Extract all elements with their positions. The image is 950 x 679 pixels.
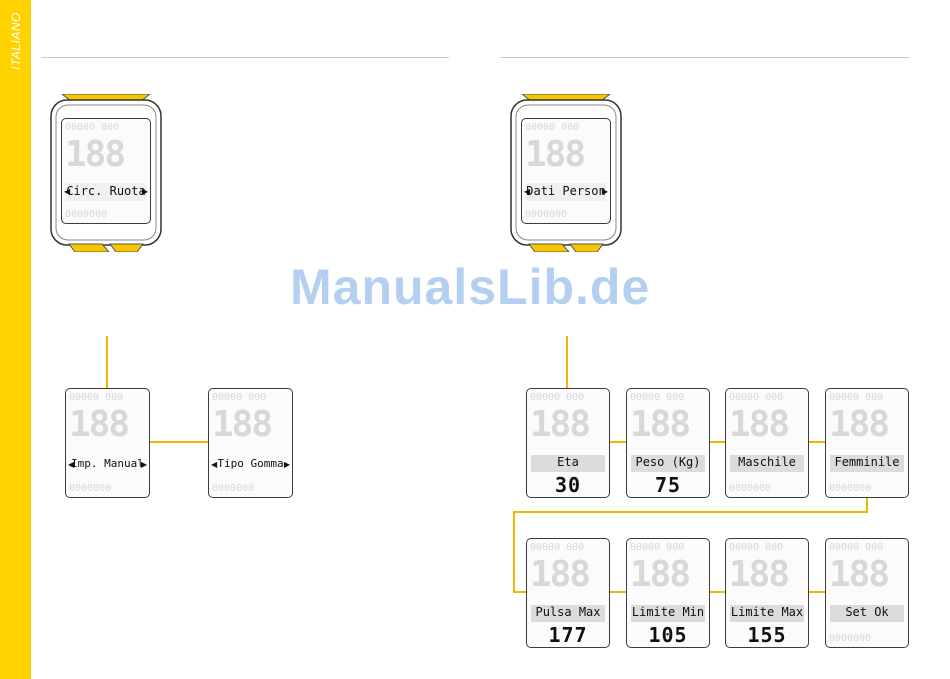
setting-screen-eta: 00000 000 188 Eta 30 [526,388,610,498]
setting-label: Limite Max [730,605,804,619]
segment-big: 188 [212,405,273,445]
triangle-left-icon: ◀ [524,187,531,196]
header-rule-right [500,57,909,58]
triangle-left-icon: ◀ [64,187,71,196]
setting-screen-limite-max: 00000 000 188 Limite Max 155 [725,538,809,648]
connector-horizontal [148,441,208,443]
setting-screen-pulsa-max: 00000 000 188 Pulsa Max 177 [526,538,610,648]
connector-row2-c [807,591,825,593]
segment-big: 188 [530,405,591,445]
device-label: Dati Person [526,184,606,198]
segment-top: 00000 000 [630,542,685,553]
segment-bottom: 0000000 [212,483,255,494]
setting-value: 30 [554,473,582,497]
segment-top: 00000 000 [525,122,580,133]
setting-screen-set-ok: 00000 000 188 0000000 Set Ok [825,538,909,648]
connector-wrap-across [513,511,868,513]
setting-value: 75 [654,473,682,497]
segment-top: 00000 000 [530,542,585,553]
option-label: Tipo Gomma [217,457,284,470]
option-label: Imp. Manual [71,457,144,470]
triangle-right-icon: ▶ [283,460,290,469]
setting-label: Maschile [738,455,796,469]
label-band [631,605,705,622]
setting-screen-limite-min: 00000 000 188 Limite Min 105 [626,538,710,648]
connector-row2-b [708,591,725,593]
connector-wrap-down [866,496,868,512]
connector-vertical [566,336,568,388]
device-screen: 00000 000 188 0000000 ◀ ▶ Circ. Ruota [61,118,151,224]
connector-row2-a [608,591,626,593]
segment-big: 188 [530,555,591,595]
segment-big: 188 [729,555,790,595]
segment-big: 188 [630,555,691,595]
setting-label: Pulsa Max [535,605,601,619]
label-band [830,605,904,622]
triangle-left-icon: ◀ [68,460,75,469]
segment-top: 00000 000 [829,542,884,553]
triangle-left-icon: ◀ [211,460,218,469]
segment-top: 00000 000 [829,392,884,403]
segment-bottom: 0000000 [525,209,568,220]
setting-label: Limite Min [631,605,705,619]
bike-computer-circ-ruota: 00000 000 188 0000000 ◀ ▶ Circ. Ruota [47,94,165,252]
device-screen: 00000 000 188 0000000 ◀ ▶ Dati Person [521,118,611,224]
connector-wrap-in [513,591,526,593]
segment-big: 188 [525,135,586,175]
option-screen-imp-manual: 00000 000 188 0000000 ◀ ▶ Imp. Manual [65,388,150,498]
setting-value: 155 [747,623,787,647]
connector-row1-b [708,441,725,443]
segment-top: 00000 000 [212,392,267,403]
segment-top: 00000 000 [69,392,124,403]
triangle-right-icon: ▶ [601,187,608,196]
segment-big: 188 [729,405,790,445]
setting-value: 177 [548,623,588,647]
label-band [631,455,705,472]
setting-screen-peso: 00000 000 188 Peso (Kg) 75 [626,388,710,498]
segment-big: 188 [69,405,130,445]
segment-big: 188 [630,405,691,445]
setting-label: Peso (Kg) [635,455,701,469]
segment-top: 00000 000 [530,392,585,403]
segment-top: 00000 000 [630,392,685,403]
device-label: Circ. Ruota [66,184,146,198]
label-band [830,455,904,472]
connector-row1-a [608,441,626,443]
segment-bottom: 0000000 [729,483,772,494]
label-band [730,605,804,622]
label-band [531,605,605,622]
setting-screen-femminile: 00000 000 188 0000000 Femminile [825,388,909,498]
segment-top: 00000 000 [729,392,784,403]
setting-label: Eta [557,455,579,469]
setting-label: Set Ok [845,605,889,619]
triangle-right-icon: ▶ [141,187,148,196]
segment-big: 188 [65,135,126,175]
language-sidebar: ITALIANO [0,0,31,679]
setting-label: Femminile [834,455,900,469]
label-band [526,183,606,201]
segment-bottom: 0000000 [65,209,108,220]
setting-screen-maschile: 00000 000 188 0000000 Maschile [725,388,809,498]
setting-value: 105 [648,623,688,647]
segment-bottom: 0000000 [829,633,872,644]
segment-bottom: 0000000 [829,483,872,494]
segment-big: 188 [829,555,890,595]
header-rule-left [41,57,449,58]
label-band [531,455,605,472]
option-screen-tipo-gomma: 00000 000 188 0000000 ◀ ▶ Tipo Gomma [208,388,293,498]
segment-top: 00000 000 [729,542,784,553]
label-band [66,183,146,201]
connector-row1-c [807,441,825,443]
bike-computer-dati-person: 00000 000 188 0000000 ◀ ▶ Dati Person [507,94,625,252]
segment-bottom: 0000000 [69,483,112,494]
segment-big: 188 [829,405,890,445]
language-label: ITALIANO [9,12,23,70]
connector-vertical [106,336,108,388]
connector-wrap-left [513,511,515,592]
triangle-right-icon: ▶ [140,460,147,469]
segment-top: 00000 000 [65,122,120,133]
watermark: ManualsLib.de [290,259,651,315]
label-band [730,455,804,472]
